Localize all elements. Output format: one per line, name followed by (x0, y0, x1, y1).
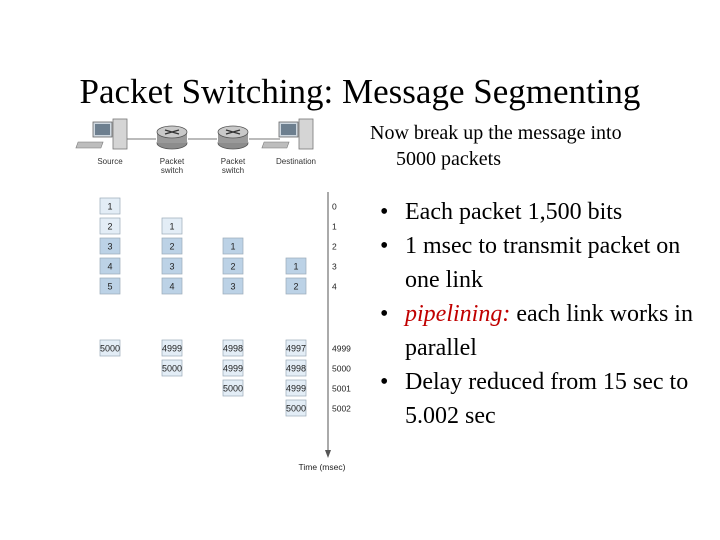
bullet-item: • pipelining: each link works in paralle… (380, 297, 710, 365)
packet-box-label: 4998 (223, 344, 243, 354)
intro-line-2: 5000 packets (396, 148, 501, 170)
packet-box-label: 4 (107, 262, 112, 272)
packet-box (222, 359, 244, 377)
node-label: switch (222, 166, 244, 175)
time-tick-label: 5000 (332, 364, 351, 374)
packet-box (99, 237, 121, 255)
node-label: Destination (276, 157, 316, 166)
packet-box (222, 277, 244, 295)
time-tick-label: 4 (332, 282, 337, 292)
packet-box (161, 277, 183, 295)
bullet-marker: • (380, 199, 389, 225)
packet-box-label: 3 (230, 282, 235, 292)
packet-box (222, 379, 244, 397)
packet-box (285, 359, 307, 377)
packet-box (222, 339, 244, 357)
packet-box (99, 277, 121, 295)
packet-box-label: 3 (107, 242, 112, 252)
packet-box-label: 5000 (223, 384, 243, 394)
packet-box-label: 5000 (162, 364, 182, 374)
packet-box-label: 2 (107, 222, 112, 232)
packet-box-label: 1 (169, 222, 174, 232)
bullet-emphasis: pipelining: (405, 301, 511, 327)
packet-box-label: 1 (107, 202, 112, 212)
packet-box-label: 4998 (286, 364, 306, 374)
bullet-marker: • (380, 369, 389, 395)
node-label: Packet (221, 157, 246, 166)
bullet-item: • Delay reduced from 15 sec to 5.002 sec (380, 365, 710, 433)
packet-box-label: 2 (230, 262, 235, 272)
tower-icon (112, 118, 128, 150)
bullet-text: 1 msec to transmit packet on one link (405, 233, 681, 293)
bullet-item: • Each packet 1,500 bits (380, 195, 710, 229)
packet-box (222, 257, 244, 275)
packet-box-label: 5 (107, 282, 112, 292)
time-tick-label: 0 (332, 202, 337, 212)
bullet-item: • 1 msec to transmit packet on one link (380, 229, 710, 297)
packet-box-label: 5000 (100, 344, 120, 354)
intro-text: Now break up the message into 5000 packe… (370, 120, 622, 172)
bullet-text: Delay reduced from 15 sec to 5.002 sec (405, 369, 689, 429)
packet-box-label: 4999 (286, 384, 306, 394)
node-label: switch (161, 166, 183, 175)
packet-box (99, 217, 121, 235)
packet-box-label: 4 (169, 282, 174, 292)
time-tick-label: 5001 (332, 384, 351, 394)
time-tick-label: 1 (332, 222, 337, 232)
packet-box (99, 197, 121, 215)
packet-box (99, 339, 121, 357)
intro-line-1: Now break up the message into (370, 122, 622, 144)
time-tick-label: 2 (332, 242, 337, 252)
tower-icon (298, 118, 314, 150)
bullet-marker: • (380, 301, 389, 327)
packet-box-label: 1 (293, 262, 298, 272)
time-tick-label: 4999 (332, 344, 351, 354)
bullet-text: each link works in parallel (405, 301, 693, 361)
packet-box-label: 4997 (286, 344, 306, 354)
keyboard-icon (261, 141, 290, 149)
router-arrows-icon (225, 129, 241, 135)
node-label: Source (97, 157, 123, 166)
monitor-screen (281, 124, 296, 135)
bullet-marker: • (380, 233, 389, 259)
packet-box (222, 237, 244, 255)
time-tick-label: 5002 (332, 404, 351, 414)
time-tick-label: 3 (332, 262, 337, 272)
slide-title: Packet Switching: Message Segmenting (79, 72, 641, 111)
packet-box (285, 399, 307, 417)
packet-box-label: 4999 (223, 364, 243, 374)
keyboard-icon (75, 141, 104, 149)
time-axis-arrow (325, 450, 331, 458)
packet-box (161, 257, 183, 275)
node-label: Packet (160, 157, 185, 166)
router-arrows-icon (164, 129, 180, 135)
packet-box (285, 277, 307, 295)
packet-box (285, 379, 307, 397)
packet-box-label: 2 (293, 282, 298, 292)
packet-box-label: 4999 (162, 344, 182, 354)
bullet-text: Each packet 1,500 bits (405, 199, 623, 225)
packet-box-label: 2 (169, 242, 174, 252)
packet-box (161, 339, 183, 357)
bullet-list: • Each packet 1,500 bits • 1 msec to tra… (380, 195, 710, 433)
packet-box (285, 257, 307, 275)
packet-box-label: 3 (169, 262, 174, 272)
packet-box-label: 5000 (286, 404, 306, 414)
packet-box (161, 359, 183, 377)
monitor-screen (95, 124, 110, 135)
packet-box (99, 257, 121, 275)
time-axis-label: Time (msec) (299, 462, 346, 472)
packet-box (161, 217, 183, 235)
packet-box (161, 237, 183, 255)
packet-box (285, 339, 307, 357)
packet-box-label: 1 (230, 242, 235, 252)
